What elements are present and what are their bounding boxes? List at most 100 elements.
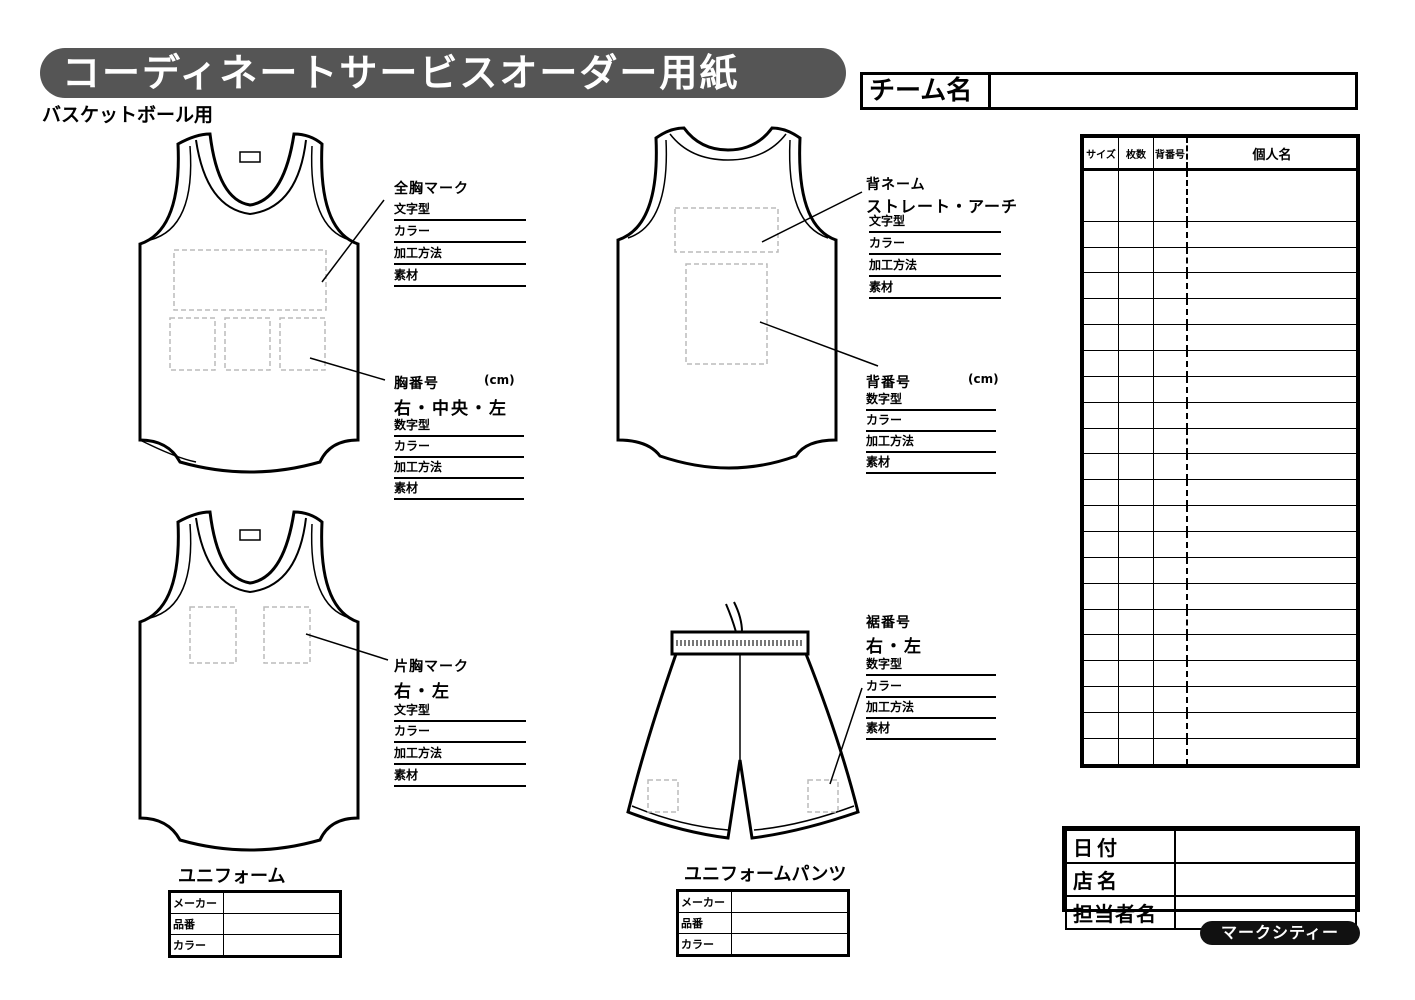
back-name-process-field[interactable]: 加工方法 (869, 256, 1001, 277)
roster-cell-name[interactable] (1186, 660, 1357, 688)
roster-cell-size[interactable] (1083, 531, 1119, 558)
full-chest-mark-process-field[interactable]: 加工方法 (394, 244, 526, 265)
back-name-material-field[interactable]: 素材 (869, 278, 1001, 299)
roster-cell-number[interactable] (1153, 298, 1188, 326)
roster-cell-quantity[interactable] (1118, 453, 1154, 481)
roster-cell-number[interactable] (1153, 686, 1188, 714)
chest-number-color-field[interactable]: カラー (394, 437, 524, 458)
roster-cell-size[interactable] (1083, 375, 1119, 403)
roster-cell-size[interactable] (1083, 660, 1119, 688)
full-chest-mark-material-field[interactable]: 素材 (394, 266, 526, 287)
roster-cell-quantity[interactable] (1118, 324, 1154, 352)
roster-cell-size[interactable] (1083, 608, 1119, 636)
pants-number-font-field[interactable]: 数字型 (866, 655, 996, 676)
roster-cell-number[interactable] (1153, 427, 1188, 455)
roster-cell-name[interactable] (1186, 556, 1357, 584)
roster-cell-number[interactable] (1153, 660, 1188, 688)
roster-cell-name[interactable] (1186, 453, 1357, 481)
roster-cell-name[interactable] (1186, 712, 1357, 739)
roster-cell-quantity[interactable] (1118, 272, 1154, 300)
roster-cell-name[interactable] (1186, 608, 1357, 636)
pants-number-process-field[interactable]: 加工方法 (866, 698, 996, 719)
roster-cell-size[interactable] (1083, 453, 1119, 481)
roster-cell-name[interactable] (1186, 531, 1357, 558)
roster-cell-size[interactable] (1083, 479, 1119, 507)
roster-cell-number[interactable] (1153, 712, 1188, 739)
chest-number-material-field[interactable]: 素材 (394, 479, 524, 500)
roster-cell-size[interactable] (1083, 220, 1119, 248)
roster-cell-size[interactable] (1083, 272, 1119, 300)
roster-cell-quantity[interactable] (1118, 298, 1154, 326)
pants-color-field[interactable] (731, 933, 848, 955)
pants-item-number-field[interactable] (731, 912, 848, 934)
roster-cell-name[interactable] (1186, 350, 1357, 377)
half-chest-mark-process-field[interactable]: 加工方法 (394, 744, 526, 765)
roster-cell-name[interactable] (1186, 505, 1357, 533)
roster-cell-number[interactable] (1153, 608, 1188, 636)
roster-cell-size[interactable] (1083, 505, 1119, 533)
roster-cell-size[interactable] (1083, 634, 1119, 662)
half-chest-mark-color-field[interactable]: カラー (394, 722, 526, 743)
chest-number-font-field[interactable]: 数字型 (394, 416, 524, 437)
roster-cell-quantity[interactable] (1118, 479, 1154, 507)
uniform-color-field[interactable] (223, 934, 340, 956)
roster-cell-quantity[interactable] (1118, 220, 1154, 248)
roster-cell-quantity[interactable] (1118, 531, 1154, 558)
roster-cell-quantity[interactable] (1118, 686, 1154, 714)
roster-cell-size[interactable] (1083, 556, 1119, 584)
roster-cell-number[interactable] (1153, 479, 1188, 507)
roster-cell-number[interactable] (1153, 401, 1188, 429)
roster-cell-size[interactable] (1083, 350, 1119, 377)
roster-cell-number[interactable] (1153, 272, 1188, 300)
roster-cell-size[interactable] (1083, 246, 1119, 274)
roster-cell-number[interactable] (1153, 634, 1188, 662)
pants-number-material-field[interactable]: 素材 (866, 719, 996, 740)
roster-cell-number[interactable] (1153, 531, 1188, 558)
roster-cell-name[interactable] (1186, 324, 1357, 352)
chest-number-process-field[interactable]: 加工方法 (394, 458, 524, 479)
roster-cell-quantity[interactable] (1118, 375, 1154, 403)
uniform-item-number-field[interactable] (223, 913, 340, 935)
roster-cell-name[interactable] (1186, 272, 1357, 300)
roster-cell-size[interactable] (1083, 169, 1119, 222)
info-store-field[interactable] (1174, 862, 1357, 897)
roster-cell-quantity[interactable] (1118, 660, 1154, 688)
roster-cell-number[interactable] (1153, 737, 1188, 766)
roster-cell-number[interactable] (1153, 220, 1188, 248)
roster-cell-name[interactable] (1186, 737, 1357, 766)
full-chest-mark-color-field[interactable]: カラー (394, 222, 526, 243)
roster-cell-number[interactable] (1153, 375, 1188, 403)
roster-cell-name[interactable] (1186, 479, 1357, 507)
roster-cell-number[interactable] (1153, 453, 1188, 481)
roster-cell-name[interactable] (1186, 634, 1357, 662)
pants-number-color-field[interactable]: カラー (866, 677, 996, 698)
roster-cell-quantity[interactable] (1118, 737, 1154, 766)
back-number-process-field[interactable]: 加工方法 (866, 432, 996, 453)
roster-cell-size[interactable] (1083, 737, 1119, 766)
roster-cell-size[interactable] (1083, 324, 1119, 352)
roster-cell-size[interactable] (1083, 712, 1119, 739)
roster-cell-name[interactable] (1186, 582, 1357, 610)
info-date-field[interactable] (1174, 829, 1357, 864)
roster-cell-name[interactable] (1186, 427, 1357, 455)
roster-cell-number[interactable] (1153, 350, 1188, 377)
half-chest-mark-material-field[interactable]: 素材 (394, 766, 526, 787)
roster-cell-quantity[interactable] (1118, 608, 1154, 636)
roster-cell-number[interactable] (1153, 582, 1188, 610)
roster-cell-quantity[interactable] (1118, 246, 1154, 274)
roster-cell-quantity[interactable] (1118, 582, 1154, 610)
roster-cell-name[interactable] (1186, 169, 1357, 222)
back-number-material-field[interactable]: 素材 (866, 453, 996, 474)
roster-cell-quantity[interactable] (1118, 634, 1154, 662)
back-number-color-field[interactable]: カラー (866, 411, 996, 432)
roster-cell-quantity[interactable] (1118, 169, 1154, 222)
roster-cell-quantity[interactable] (1118, 350, 1154, 377)
roster-cell-quantity[interactable] (1118, 505, 1154, 533)
roster-cell-number[interactable] (1153, 246, 1188, 274)
full-chest-mark-font-field[interactable]: 文字型 (394, 200, 526, 221)
roster-cell-size[interactable] (1083, 298, 1119, 326)
roster-cell-size[interactable] (1083, 582, 1119, 610)
roster-cell-name[interactable] (1186, 401, 1357, 429)
roster-cell-name[interactable] (1186, 686, 1357, 714)
roster-cell-name[interactable] (1186, 298, 1357, 326)
